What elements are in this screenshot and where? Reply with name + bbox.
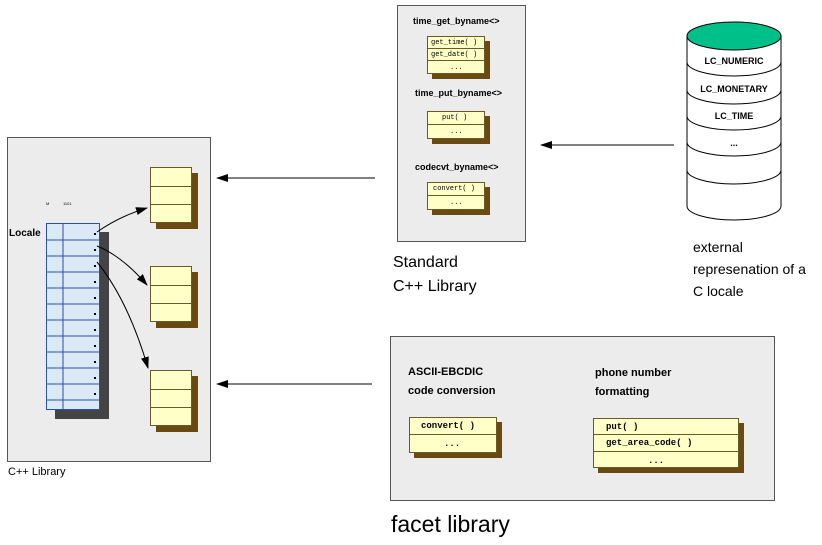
external-caption-3: C locale [693,283,744,299]
cylinder-top [686,21,782,51]
locale-grid-lines [46,223,100,410]
facet-library-caption: facet library [391,511,510,537]
standard-library-caption-2: C++ Library [393,278,477,295]
facet-member: put( ) [442,114,468,122]
facet-member: get_area_code( ) [606,438,693,448]
codecvt-title: codecvt_byname<> [415,162,499,172]
phone-title-2: formatting [595,386,650,398]
arrow-locale-to-facet-1 [96,207,148,233]
facet-member: ... [450,64,463,72]
locale-grid [46,223,100,410]
external-caption-1: external [693,239,743,255]
cylinder-labels: LC_NUMERIC LC_MONETARY LC_TIME ... [686,10,782,226]
facet-member: ... [450,199,463,207]
arrow-locale-to-facet-3 [96,261,149,369]
time-put-title: time_put_byname<> [415,88,503,98]
arrow-locale-to-facet-2 [96,245,148,286]
ascii-title-1: ASCII-EBCDIC [408,366,484,378]
facet-member: get_date( ) [431,51,478,59]
ascii-ebcdic-facet: convert( ) ... [409,417,497,453]
facet-member: get_time( ) [431,39,478,47]
locale-tiny-mark-1: M [46,201,50,206]
codecvt-facet: convert( ) ... [427,182,485,210]
lc-time-label: LC_TIME [714,111,754,121]
external-caption-2: represenation of a [693,261,806,277]
locale-label: Locale [9,228,41,239]
phone-title-1: phone number [595,367,672,379]
time-put-facet: put( ) ... [427,111,485,139]
standard-library-caption-1: Standard [393,254,458,271]
facet-member: convert( ) [421,421,476,431]
facet-member: ... [450,128,463,136]
facet-member: put( ) [606,422,639,432]
locale-facet-2 [150,266,192,322]
lc-numeric-label: LC_NUMERIC [704,56,764,66]
ascii-title-2: code conversion [408,385,496,397]
c-locale-cylinder [686,21,782,221]
time-get-facet: get_time( ) get_date( ) ... [427,36,485,74]
facet-member: ... [648,456,665,466]
time-get-title: time_get_byname<> [413,16,500,26]
lc-monetary-label: LC_MONETARY [700,84,768,94]
locale-facet-3 [150,370,192,426]
more-categories-label: ... [730,138,738,148]
locale-tiny-mark-2: 1101 [63,201,72,206]
phone-number-facet: put( ) get_area_code( ) ... [593,418,739,468]
facet-member: convert( ) [433,185,476,193]
facet-member: ... [444,439,461,449]
locale-facet-1 [150,167,192,223]
cpp-library-caption: C++ Library [8,466,66,478]
